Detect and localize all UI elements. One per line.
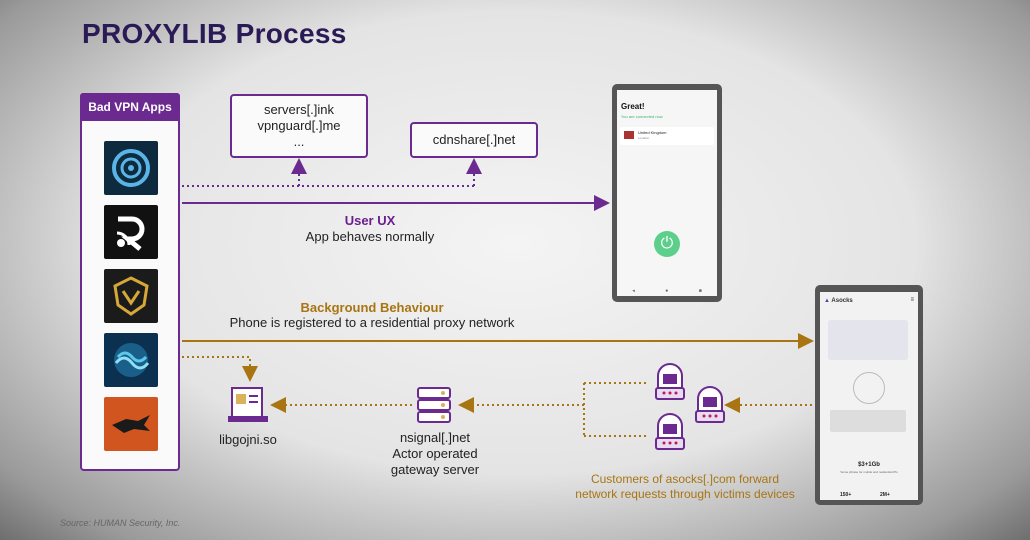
phone1-heading: Great! [621, 102, 645, 111]
library-file-icon [228, 387, 268, 422]
asocks-logo-icon: ▲ [824, 298, 830, 304]
gateway-desc-1: Actor operated [392, 446, 478, 461]
vpn-phone-screen: Great! You are connected now United King… [617, 90, 717, 296]
asocks-phone-screen: ▲ Asocks ≡ $3+1Gb Some phrase for mobile… [820, 292, 918, 500]
page-title: PROXYLIB Process [82, 18, 347, 49]
back-icon[interactable]: ◂ [632, 288, 635, 294]
cdnshare-domain-box: cdnshare[.]net [410, 122, 538, 158]
asocks-stat-2: 2M+ [880, 492, 890, 498]
user-ux-desc: App behaves normally [305, 229, 435, 244]
source-caption: Source: HUMAN Security, Inc. [60, 518, 181, 528]
hacker-icon [655, 363, 685, 400]
asocks-stat-1: 150+ [840, 492, 852, 498]
domain-ellipsis: ... [293, 134, 305, 149]
user-ux-title: User UX [344, 213, 396, 228]
country-row[interactable]: United Kingdom Location [620, 127, 714, 145]
hacker-icon [695, 386, 725, 423]
network-circle-illustration [853, 372, 885, 404]
asocks-desc: Some phrase for mobile and residential I… [840, 470, 898, 474]
wave-app-icon[interactable] [104, 333, 158, 387]
customers-label-1: Customers of asocks[.]com forward [590, 472, 780, 486]
domain-vpnguard: vpnguard[.]me [257, 118, 341, 133]
asocks-price: $3+1Gb [858, 462, 880, 468]
country-sub: Location [638, 136, 650, 140]
gateway-label: nsignal[.]net Actor operated gateway ser… [370, 430, 500, 478]
customers-label-2: network requests through victims devices [575, 487, 795, 501]
gateway-desc-2: gateway server [390, 462, 480, 477]
hacker-icon [655, 413, 685, 450]
asocks-brand-text: Asocks [831, 298, 853, 304]
background-behaviour-title: Background Behaviour [300, 300, 444, 315]
domain-cdnshare: cdnshare[.]net [432, 132, 516, 147]
c2-domains-box: servers[.]ink vpnguard[.]me ... [230, 94, 368, 158]
gateway-domain: nsignal[.]net [399, 430, 471, 445]
lib-label: libgojni.so [219, 432, 277, 447]
background-behaviour-desc: Phone is registered to a residential pro… [229, 315, 515, 330]
home-icon[interactable]: ● [665, 288, 669, 294]
bad-vpn-apps-header: Bad VPN Apps [80, 93, 180, 121]
swirl-app-icon[interactable] [104, 141, 158, 195]
customers-label: Customers of asocks[.]com forward networ… [560, 472, 810, 502]
shield-app-icon[interactable] [104, 269, 158, 323]
asocks-brand: ▲ Asocks [824, 298, 853, 304]
power-button-icon[interactable]: ⏻ [654, 231, 680, 257]
phone1-subtext: You are connected now [621, 114, 663, 119]
dashboard-illustration [828, 320, 908, 360]
domain-servers: servers[.]ink [263, 102, 335, 117]
menu-icon[interactable]: ≡ [910, 297, 914, 303]
cards-illustration [830, 410, 906, 432]
fox-app-icon[interactable] [104, 397, 158, 451]
rss-r-app-icon[interactable] [104, 205, 158, 259]
uk-flag-icon [624, 131, 634, 139]
server-icon [417, 387, 451, 423]
recents-icon[interactable]: ■ [698, 288, 702, 294]
phone1-nav-bar: ◂ ● ■ [617, 288, 717, 296]
country-name: United Kingdom [638, 130, 667, 135]
